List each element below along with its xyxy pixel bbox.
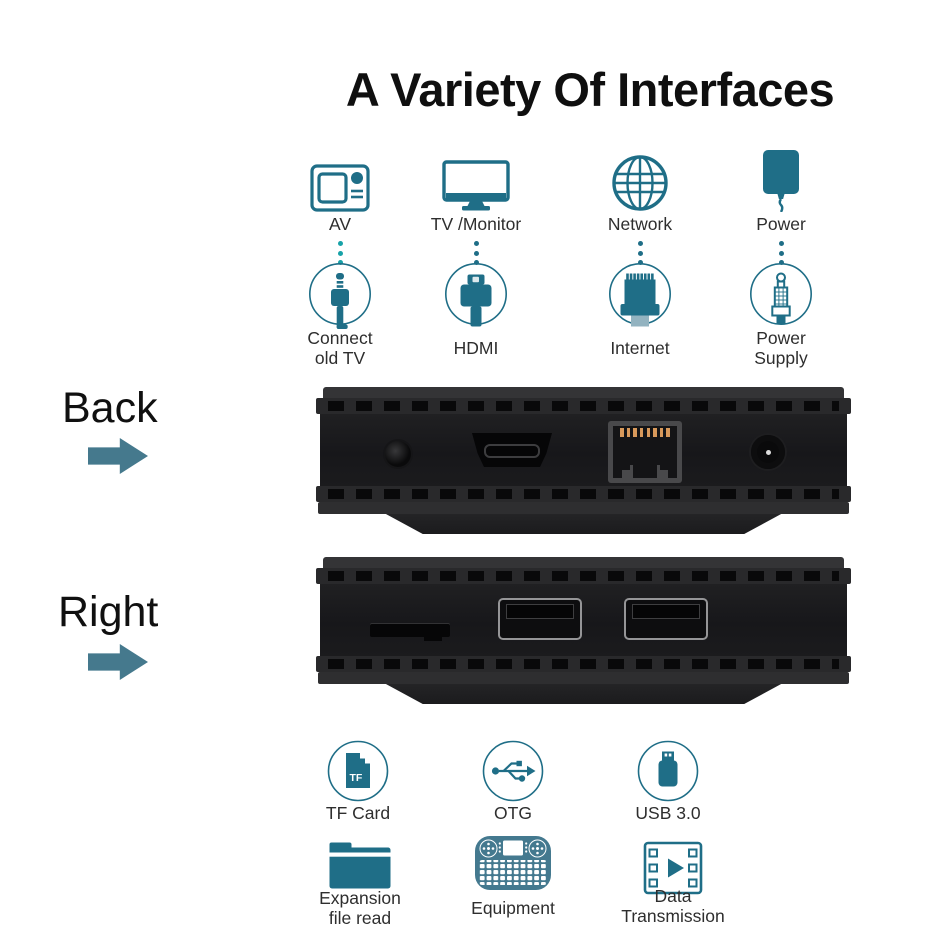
device-back-view	[316, 387, 851, 534]
tf-card-icon: TF	[327, 740, 389, 807]
device-right-panel	[320, 584, 847, 656]
ethernet-pins	[620, 428, 670, 437]
device-base	[385, 684, 782, 704]
ethernet-latch-notch	[622, 465, 668, 478]
av-tv-icon	[270, 148, 410, 212]
bottom-feature-label: Equipment	[471, 898, 555, 918]
right-arrow-icon	[88, 644, 148, 680]
dotted-connector	[270, 241, 410, 265]
usb-port-1	[498, 598, 582, 640]
usb-otg-icon	[482, 740, 544, 807]
bottom-feature-label: Data Transmission	[621, 886, 725, 926]
tf-card-slot	[370, 624, 450, 641]
interface-label: AV	[328, 214, 352, 234]
device-vent-row	[316, 486, 851, 502]
page-title: A Variety Of Interfaces	[345, 63, 835, 116]
interface-label: Network	[607, 214, 673, 234]
interface-label: Power	[756, 214, 806, 234]
film-play-icon	[643, 841, 703, 900]
ethernet-port-opening	[613, 426, 677, 478]
dotted-connector	[406, 241, 546, 265]
interface-column-av: AV Connect old TV	[270, 148, 410, 388]
device-base	[385, 514, 782, 534]
interface-column-power: Power Power Supply	[711, 148, 851, 388]
monitor-icon	[406, 148, 546, 212]
port-label: Power Supply	[754, 328, 808, 368]
audio-jack-plug-icon	[308, 262, 372, 345]
folder-icon	[327, 836, 393, 897]
port-label: HDMI	[453, 338, 499, 359]
back-arrow-icon	[88, 438, 148, 474]
device-bottom-edge	[318, 502, 849, 514]
device-vent-row	[316, 568, 851, 584]
ethernet-plug-icon	[608, 262, 672, 345]
power-adapter-icon	[711, 148, 851, 212]
usb-port-2	[624, 598, 708, 640]
svg-text:TF: TF	[350, 772, 363, 784]
hdmi-plug-icon	[444, 262, 508, 345]
interface-label: TV /Monitor	[430, 214, 522, 234]
usb-flash-drive-icon	[637, 740, 699, 807]
right-view-label: Right	[58, 588, 159, 636]
dotted-connector	[711, 241, 851, 265]
dc-power-port	[751, 435, 785, 469]
hdmi-port	[472, 433, 552, 467]
dc-plug-icon	[749, 262, 813, 345]
port-label: Internet	[610, 338, 670, 359]
device-top-edge	[323, 387, 844, 398]
bottom-interface-label: TF Card	[325, 803, 391, 823]
dotted-connector	[570, 241, 710, 265]
device-right-view	[316, 557, 851, 704]
bottom-interface-label: USB 3.0	[635, 803, 701, 823]
device-bottom-edge	[318, 672, 849, 684]
mini-keyboard-icon	[473, 834, 553, 897]
device-top-edge	[323, 557, 844, 568]
ethernet-port	[608, 421, 682, 483]
device-back-panel	[320, 414, 847, 486]
interface-column-tv: TV /Monitor HDMI	[406, 148, 546, 388]
globe-icon	[570, 148, 710, 212]
port-label: Connect old TV	[307, 328, 373, 368]
audio-jack-port	[385, 441, 411, 467]
interface-column-network: Network Internet	[570, 148, 710, 388]
device-vent-row	[316, 398, 851, 414]
bottom-feature-label: Expansion file read	[319, 888, 401, 928]
device-vent-row	[316, 656, 851, 672]
bottom-interface-label: OTG	[494, 803, 532, 823]
back-view-label: Back	[62, 384, 158, 432]
